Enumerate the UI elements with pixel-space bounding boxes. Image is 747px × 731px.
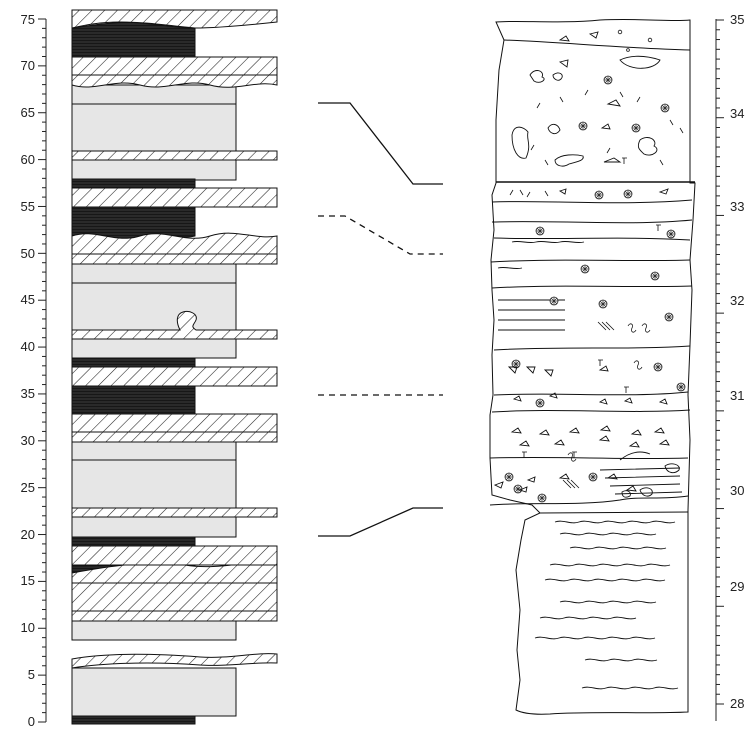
left-tick-label: 5 (28, 667, 35, 682)
sandstone-bed (71, 507, 278, 518)
left-depth-axis: 0 5 10 15 20 25 30 35 40 45 50 55 60 65 … (21, 12, 47, 729)
coal-bed (71, 357, 196, 368)
correlation-line-dashed-upper (318, 215, 443, 255)
left-tick-label: 50 (21, 246, 35, 261)
left-tick-label: 35 (21, 386, 35, 401)
sandstone-bed (71, 150, 278, 161)
sandstone-bed (71, 413, 278, 443)
left-tick-label: 40 (21, 339, 35, 354)
wavy-laminations (497, 240, 683, 690)
right-tick-label: 34 (730, 106, 744, 121)
coal-bed (71, 21, 196, 58)
left-tick-label: 10 (21, 620, 35, 635)
left-minor-ticks (42, 27, 46, 714)
right-tick-label: 31 (730, 388, 744, 403)
sandstone-bed (71, 545, 278, 566)
coal-bed (71, 178, 196, 189)
coal-bed (71, 385, 196, 415)
sandstone-bed (71, 9, 278, 29)
sandstone-bed (71, 56, 278, 88)
mudstone-bed (71, 263, 237, 359)
sandstone-bed (71, 187, 278, 208)
left-tick-label: 70 (21, 58, 35, 73)
sandstone-bed (71, 366, 278, 387)
sandstone-bed (71, 559, 278, 622)
right-tick-label: 29 (730, 579, 744, 594)
correlation-line-upper (318, 102, 443, 185)
left-tick-label: 30 (21, 433, 35, 448)
right-tick-label: 30 (730, 483, 744, 498)
left-tick-label: 20 (21, 527, 35, 542)
right-tick-label: 28 (730, 696, 744, 711)
left-major-ticks (38, 18, 46, 723)
right-tick-labels: 28 29 30 31 32 33 34 35 (730, 12, 744, 711)
right-tick-label: 32 (730, 293, 744, 308)
coal-bed (71, 536, 196, 547)
correlation-lines (318, 102, 443, 537)
correlation-line-lower (318, 507, 443, 537)
left-tick-label: 25 (21, 480, 35, 495)
coal-bed (71, 715, 196, 725)
column-outline (489, 18, 696, 715)
clast-symbols (493, 31, 680, 498)
right-detailed-column (489, 18, 696, 715)
left-tick-label: 0 (28, 714, 35, 729)
left-tick-label: 65 (21, 105, 35, 120)
left-tick-labels: 0 5 10 15 20 25 30 35 40 45 50 55 60 65 … (21, 12, 35, 729)
mudstone-bed (71, 84, 237, 181)
sandstone-bed (71, 653, 278, 669)
right-minor-ticks (716, 19, 724, 705)
left-tick-label: 45 (21, 292, 35, 307)
mudstone-bed (71, 441, 237, 538)
right-tick-label: 35 (730, 12, 744, 27)
mudstone-bed (71, 667, 237, 717)
left-stratigraphic-column (71, 9, 278, 725)
left-tick-label: 60 (21, 152, 35, 167)
left-tick-label: 15 (21, 573, 35, 588)
right-tick-label: 33 (730, 199, 744, 214)
left-tick-label: 55 (21, 199, 35, 214)
sandstone-bed (71, 311, 278, 340)
left-tick-label: 75 (21, 12, 35, 27)
trace-symbols (509, 29, 684, 489)
sandstone-bed (71, 232, 278, 265)
right-depth-axis: 28 29 30 31 32 33 34 35 (715, 12, 744, 721)
